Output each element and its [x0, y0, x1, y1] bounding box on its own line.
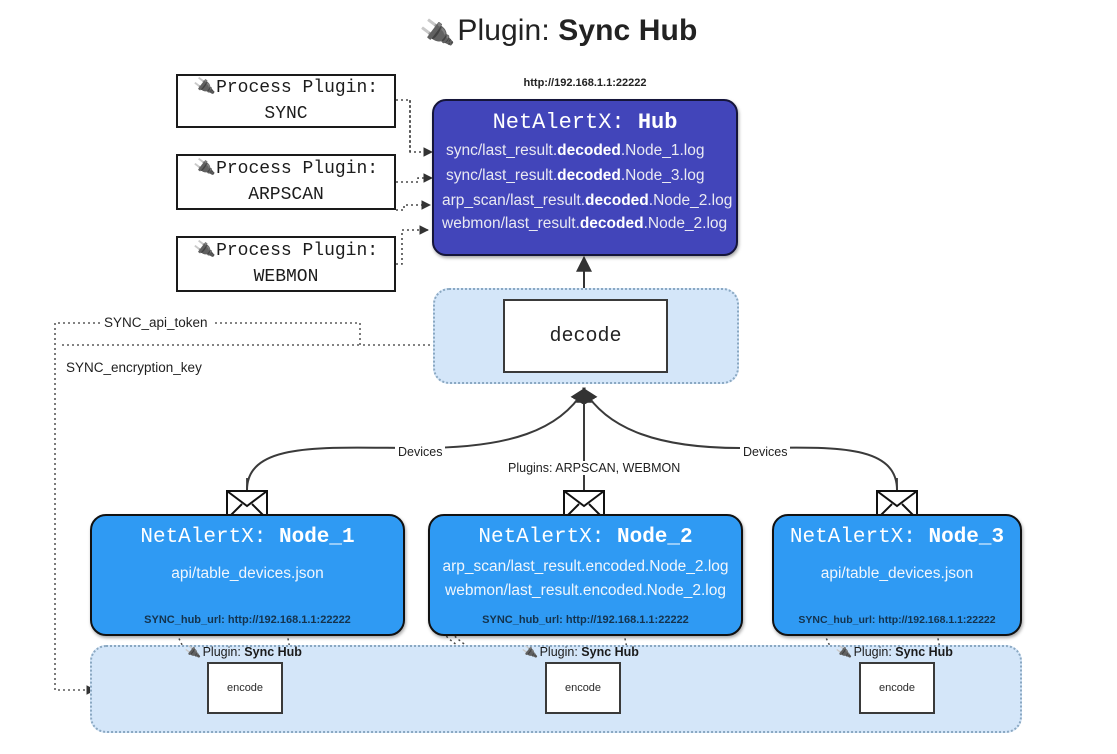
edge-label-devices-right: Devices: [740, 445, 791, 459]
process-plugin-box-webmon[interactable]: 🔌Process Plugin: WEBMON: [176, 236, 396, 292]
plug-icon: 🔌: [192, 75, 217, 98]
node-line: api/table_devices.json: [171, 565, 324, 582]
node-title: NetAlertX: Node_2: [430, 526, 741, 549]
hub-log-line: sync/last_result.decoded.Node_3.log: [446, 167, 705, 184]
node-line: api/table_devices.json: [820, 565, 974, 582]
plug-icon: 🔌: [835, 643, 853, 661]
hub-title: NetAlertX: Hub: [434, 110, 736, 135]
encode-box-node-1[interactable]: encode: [207, 662, 283, 714]
node-line: webmon/last_result.encoded.Node_2.log: [445, 582, 726, 599]
encoder-plugin-label: 🔌Plugin: Sync Hub: [521, 643, 639, 661]
encode-label: encode: [226, 682, 264, 694]
node-title: NetAlertX: Node_1: [92, 526, 403, 549]
decode-box[interactable]: decode: [503, 299, 668, 373]
process-plugin-label: Process Plugin:: [216, 240, 379, 261]
edge-label-devices-left: Devices: [395, 445, 446, 459]
hub-node[interactable]: NetAlertX: Hub sync/last_result.decoded.…: [432, 99, 738, 256]
edge-label-plugins: Plugins: ARPSCAN, WEBMON: [505, 461, 684, 475]
token-label-api: SYNC_api_token: [100, 315, 212, 330]
node-title-name: Node_3: [928, 526, 1005, 549]
node-box-node-1[interactable]: NetAlertX: Node_1 api/table_devices.json…: [90, 514, 405, 636]
hub-title-prefix: NetAlertX:: [492, 110, 625, 135]
page-title: 🔌Plugin: Sync Hub: [0, 14, 1117, 51]
hub-log-line: sync/last_result.decoded.Node_1.log: [446, 142, 705, 159]
plug-icon: 🔌: [417, 15, 456, 51]
plug-icon: 🔌: [521, 643, 539, 661]
node-title-prefix: NetAlertX:: [140, 526, 267, 549]
node-title: NetAlertX: Node_3: [774, 526, 1020, 549]
hub-url: http://192.168.1.1:22222: [523, 77, 647, 89]
node-title-name: Node_2: [617, 526, 693, 549]
node-title-prefix: NetAlertX:: [478, 526, 605, 549]
token-label-encryption-key: SYNC_encryption_key: [62, 360, 206, 375]
page-title-prefix: Plugin:: [457, 14, 550, 47]
plug-icon: 🔌: [184, 643, 202, 661]
plug-icon: 🔌: [192, 156, 217, 179]
encode-label: encode: [564, 682, 602, 694]
node-footer: SYNC_hub_url: http://192.168.1.1:22222: [482, 614, 689, 626]
encoder-plugin-label: 🔌Plugin: Sync Hub: [184, 643, 302, 661]
encode-label: encode: [878, 682, 916, 694]
encode-box-node-3[interactable]: encode: [859, 662, 935, 714]
process-plugin-name: ARPSCAN: [248, 185, 324, 205]
page-title-name: Sync Hub: [558, 14, 698, 47]
node-line: arp_scan/last_result.encoded.Node_2.log: [442, 558, 729, 575]
decode-label: decode: [549, 324, 622, 348]
process-plugin-box-sync[interactable]: 🔌Process Plugin: SYNC: [176, 74, 396, 128]
process-plugin-name: SYNC: [264, 104, 308, 124]
node-box-node-3[interactable]: NetAlertX: Node_3 api/table_devices.json…: [772, 514, 1022, 636]
process-plugin-label: Process Plugin:: [216, 77, 379, 98]
node-title-prefix: NetAlertX:: [789, 526, 916, 549]
hub-log-line: webmon/last_result.decoded.Node_2.log: [442, 215, 728, 232]
node-footer: SYNC_hub_url: http://192.168.1.1:22222: [798, 614, 996, 626]
node-title-name: Node_1: [279, 526, 355, 549]
node-box-node-2[interactable]: NetAlertX: Node_2 arp_scan/last_result.e…: [428, 514, 743, 636]
process-plugin-name: WEBMON: [253, 267, 319, 287]
process-plugin-label: Process Plugin:: [216, 158, 379, 179]
plug-icon: 🔌: [192, 238, 217, 261]
node-footer: SYNC_hub_url: http://192.168.1.1:22222: [144, 614, 351, 626]
encode-box-node-2[interactable]: encode: [545, 662, 621, 714]
process-plugin-box-arpscan[interactable]: 🔌Process Plugin: ARPSCAN: [176, 154, 396, 210]
hub-title-name: Hub: [637, 110, 678, 135]
hub-log-line: arp_scan/last_result.decoded.Node_2.log: [442, 192, 733, 209]
encoder-plugin-label: 🔌Plugin: Sync Hub: [835, 643, 953, 661]
